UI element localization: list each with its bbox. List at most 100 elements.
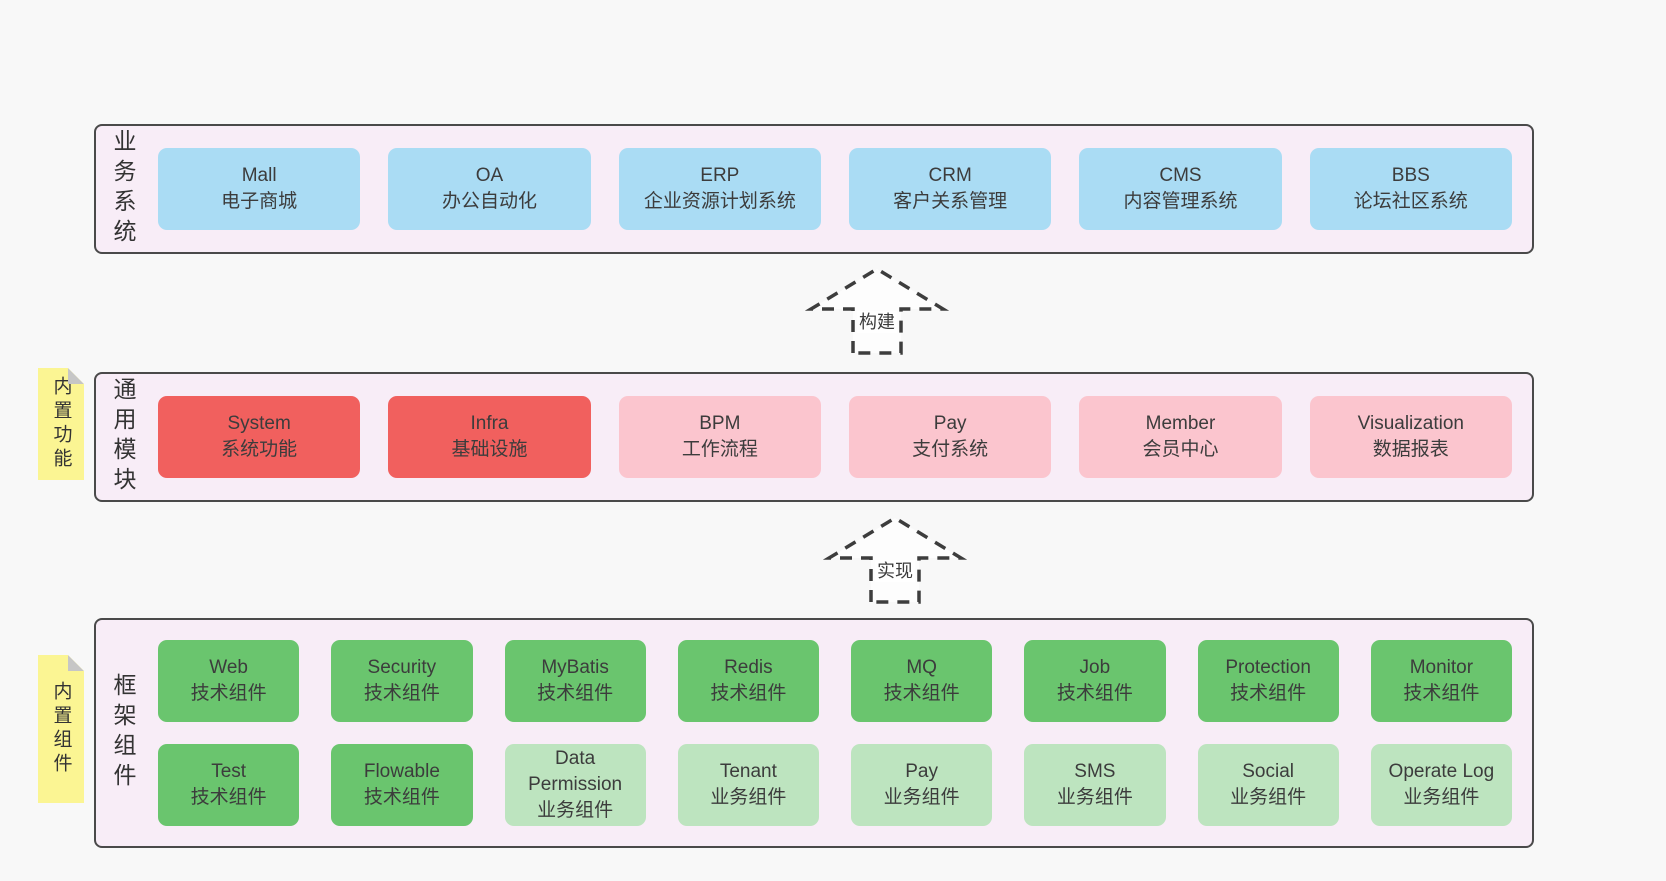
box-pay-component-name: Pay (905, 761, 938, 782)
box-mybatis-name: MyBatis (541, 657, 609, 678)
box-social: Social 业务组件 (1197, 744, 1339, 826)
box-data-permission-desc: 业务组件 (537, 800, 614, 821)
arrow-implement: 实现 (823, 512, 967, 604)
box-system: System 系统功能 (158, 396, 361, 478)
box-job: Job 技术组件 (1024, 640, 1166, 722)
box-security-name: Security (367, 657, 437, 678)
box-mall-name: Mall (241, 165, 277, 186)
box-member: Member 会员中心 (1079, 396, 1282, 478)
panel-framework-components-label: 框架组件 (110, 673, 136, 793)
box-security: Security 技术组件 (331, 640, 473, 722)
box-crm-desc: 客户关系管理 (893, 191, 1008, 212)
box-operate-log-name: Operate Log (1388, 761, 1495, 782)
box-crm-name: CRM (928, 165, 972, 186)
box-mybatis: MyBatis 技术组件 (504, 640, 646, 722)
box-web: Web 技术组件 (158, 640, 300, 722)
box-monitor-name: Monitor (1409, 657, 1474, 678)
box-social-name: Social (1242, 761, 1294, 782)
panel-framework-components: 框架组件 Web 技术组件 Security 技术组件 MyBatis 技术组件… (94, 618, 1534, 848)
framework-row-2: Test 技术组件 Flowable 技术组件 Data Permission … (158, 744, 1512, 826)
arrow-build-label: 构建 (857, 311, 897, 333)
box-job-name: Job (1079, 657, 1111, 678)
box-job-desc: 技术组件 (1056, 683, 1133, 704)
box-bpm-desc: 工作流程 (681, 439, 758, 460)
sticky-built-in-features-label: 内置功能 (50, 376, 72, 472)
box-member-name: Member (1145, 413, 1216, 434)
box-erp-name: ERP (700, 165, 740, 186)
box-bpm: BPM 工作流程 (618, 396, 821, 478)
box-oa-name: OA (475, 165, 504, 186)
box-test-desc: 技术组件 (190, 787, 267, 808)
box-visualization-desc: 数据报表 (1372, 439, 1449, 460)
box-infra-name: Infra (470, 413, 509, 434)
box-mybatis-desc: 技术组件 (537, 683, 614, 704)
box-web-name: Web (209, 657, 248, 678)
box-pay-module: Pay 支付系统 (848, 396, 1052, 478)
box-sms: SMS 业务组件 (1024, 744, 1166, 826)
framework-grid: Web 技术组件 Security 技术组件 MyBatis 技术组件 Redi… (158, 640, 1512, 826)
box-test: Test 技术组件 (158, 744, 300, 826)
up-arrow-icon (823, 515, 967, 604)
box-oa-desc: 办公自动化 (441, 191, 537, 212)
box-social-desc: 业务组件 (1230, 787, 1307, 808)
box-cms: CMS 内容管理系统 (1079, 148, 1282, 230)
box-monitor: Monitor 技术组件 (1370, 640, 1512, 722)
box-sms-desc: 业务组件 (1056, 787, 1133, 808)
folded-corner-icon (68, 655, 84, 671)
box-infra: Infra 基础设施 (388, 396, 591, 478)
box-system-name: System (227, 413, 291, 434)
box-system-desc: 系统功能 (221, 439, 298, 460)
box-cms-desc: 内容管理系统 (1123, 191, 1238, 212)
framework-row-1: Web 技术组件 Security 技术组件 MyBatis 技术组件 Redi… (158, 640, 1512, 722)
box-bpm-name: BPM (699, 413, 741, 434)
box-sms-name: SMS (1074, 761, 1116, 782)
panel-common-modules-label: 通用模块 (110, 377, 136, 497)
box-pay-component: Pay 业务组件 (851, 744, 993, 826)
box-flowable: Flowable 技术组件 (331, 744, 473, 826)
arrow-build: 构建 (805, 263, 949, 355)
box-mall: Mall 电子商城 (158, 148, 361, 230)
box-protection: Protection 技术组件 (1197, 640, 1339, 722)
box-protection-desc: 技术组件 (1230, 683, 1307, 704)
box-erp-desc: 企业资源计划系统 (643, 191, 796, 212)
box-test-name: Test (211, 761, 247, 782)
box-bbs-desc: 论坛社区系统 (1353, 191, 1468, 212)
box-pay-component-desc: 业务组件 (883, 787, 960, 808)
box-tenant: Tenant 业务组件 (677, 744, 819, 826)
folded-corner-icon (68, 368, 84, 384)
box-pay-module-desc: 支付系统 (912, 439, 989, 460)
sticky-built-in-components: 内置组件 (38, 655, 84, 803)
box-redis: Redis 技术组件 (677, 640, 819, 722)
box-member-desc: 会员中心 (1142, 439, 1219, 460)
box-operate-log-desc: 业务组件 (1403, 787, 1480, 808)
box-web-desc: 技术组件 (190, 683, 267, 704)
sticky-built-in-components-label: 内置组件 (50, 681, 72, 777)
panel-business-systems-label: 业务系统 (110, 129, 136, 249)
box-operate-log: Operate Log 业务组件 (1370, 744, 1512, 826)
box-data-permission: Data Permission 业务组件 (504, 744, 646, 826)
box-mq-desc: 技术组件 (883, 683, 960, 704)
box-oa: OA 办公自动化 (388, 148, 591, 230)
box-visualization: Visualization 数据报表 (1309, 396, 1512, 478)
sticky-built-in-features: 内置功能 (38, 368, 84, 480)
box-mall-desc: 电子商城 (221, 191, 298, 212)
panel-business-systems: 业务系统 Mall 电子商城 OA 办公自动化 ERP 企业资源计划系统 CRM… (94, 124, 1534, 254)
box-infra-desc: 基础设施 (451, 439, 528, 460)
box-visualization-name: Visualization (1357, 413, 1464, 434)
box-tenant-name: Tenant (719, 761, 777, 782)
box-protection-name: Protection (1225, 657, 1311, 678)
box-bbs-name: BBS (1391, 165, 1430, 186)
box-erp: ERP 企业资源计划系统 (618, 148, 821, 230)
box-mq-name: MQ (906, 657, 937, 678)
box-security-desc: 技术组件 (363, 683, 440, 704)
box-redis-name: Redis (724, 657, 773, 678)
box-mq: MQ 技术组件 (851, 640, 993, 722)
box-crm: CRM 客户关系管理 (848, 148, 1052, 230)
up-arrow-icon (805, 266, 949, 355)
box-cms-name: CMS (1159, 165, 1202, 186)
business-box-row: Mall 电子商城 OA 办公自动化 ERP 企业资源计划系统 CRM 客户关系… (158, 148, 1512, 230)
box-bbs: BBS 论坛社区系统 (1309, 148, 1512, 230)
box-data-permission-name: Data Permission (528, 748, 623, 795)
modules-box-row: System 系统功能 Infra 基础设施 BPM 工作流程 Pay 支付系统… (158, 396, 1512, 478)
